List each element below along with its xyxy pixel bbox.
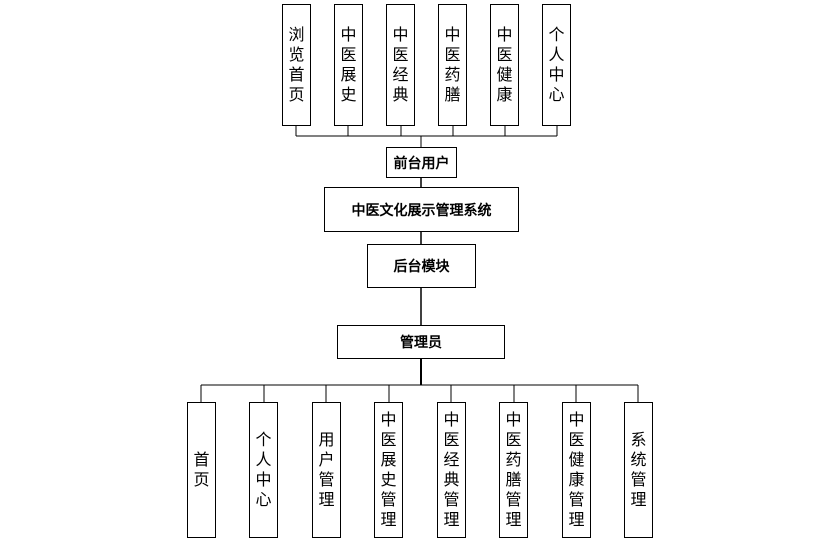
top-module-label: 浏览首页 [288, 25, 305, 104]
system-label: 中医文化展示管理系统 [351, 202, 492, 219]
top-module-tcm-classics: 中医经典 [386, 4, 415, 126]
front-user-box: 前台用户 [386, 147, 457, 178]
top-module-tcm-health: 中医健康 [490, 4, 519, 126]
backend-box: 后台模块 [367, 244, 476, 288]
bottom-module-system-management: 系统管理 [624, 402, 653, 538]
bottom-module-tcm-classics-management: 中医经典管理 [437, 402, 466, 538]
top-module-personal-center: 个人中心 [542, 4, 571, 126]
admin-box: 管理员 [337, 325, 505, 359]
system-box: 中医文化展示管理系统 [324, 187, 519, 232]
bottom-module-label: 中医健康管理 [568, 410, 585, 529]
bottom-module-label: 首页 [193, 450, 210, 489]
top-module-label: 中医经典 [392, 25, 409, 104]
bottom-module-user-management: 用户管理 [312, 402, 341, 538]
front-user-label: 前台用户 [393, 155, 450, 172]
top-module-label: 中医药膳 [444, 25, 461, 104]
bottom-module-personal-center: 个人中心 [249, 402, 278, 538]
bottom-module-label: 系统管理 [630, 430, 647, 509]
top-module-tcm-history: 中医展史 [334, 4, 363, 126]
bottom-module-label: 个人中心 [255, 430, 272, 509]
top-module-browse-home: 浏览首页 [282, 4, 311, 126]
bottom-module-tcm-history-management: 中医展史管理 [374, 402, 403, 538]
bottom-module-label: 中医药膳管理 [505, 410, 522, 529]
top-module-tcm-diet: 中医药膳 [438, 4, 467, 126]
top-module-label: 中医健康 [496, 25, 513, 104]
top-module-label: 个人中心 [548, 25, 565, 104]
backend-label: 后台模块 [393, 259, 450, 275]
bottom-module-home: 首页 [187, 402, 216, 538]
top-module-label: 中医展史 [340, 25, 357, 104]
bottom-module-label: 用户管理 [318, 430, 335, 509]
bottom-module-tcm-diet-management: 中医药膳管理 [499, 402, 528, 538]
bottom-module-label: 中医展史管理 [380, 410, 397, 529]
bottom-module-label: 中医经典管理 [443, 410, 460, 529]
bottom-module-tcm-health-management: 中医健康管理 [562, 402, 591, 538]
admin-label: 管理员 [400, 335, 442, 351]
